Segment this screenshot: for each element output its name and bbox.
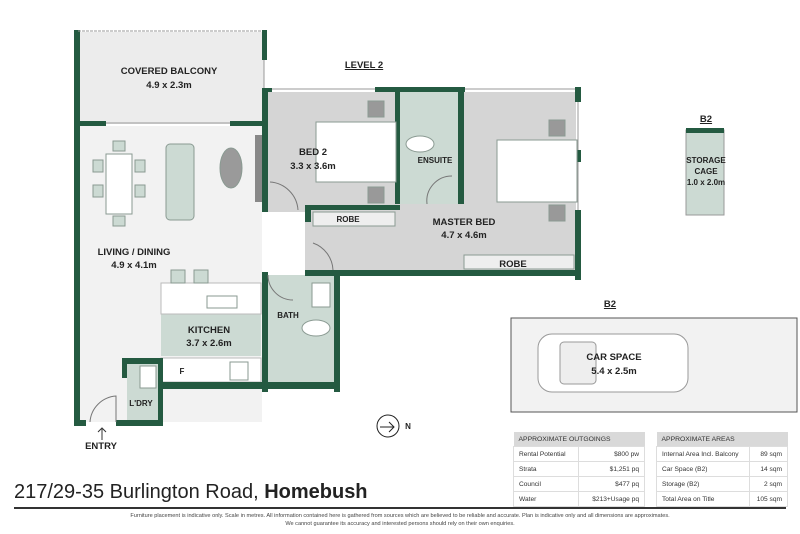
- entry-label: ENTRY: [85, 441, 117, 452]
- row-label: Strata: [512, 461, 580, 477]
- balcony-size: 4.9 x 2.3m: [146, 80, 192, 91]
- areas-header: APPROXIMATE AREAS: [656, 432, 788, 447]
- robe-label: ROBE: [499, 259, 527, 270]
- storage-level: B2: [699, 114, 713, 125]
- bed2-size: 3.3 x 3.6m: [290, 161, 336, 172]
- bath-label: BATH: [277, 311, 299, 320]
- doors: [89, 175, 453, 423]
- level-label: LEVEL 2: [344, 60, 384, 71]
- row-value: 2 sqm: [748, 476, 789, 492]
- row-label: Internal Area Incl. Balcony: [656, 446, 750, 462]
- laundry-label: L'DRY: [129, 399, 153, 408]
- balcony-floor: [78, 32, 264, 124]
- storage-wall: [686, 128, 724, 133]
- living-size: 4.9 x 4.1m: [111, 260, 157, 271]
- row-label: Car Space (B2): [656, 461, 750, 477]
- table-row: Storage (B2)2 sqm: [656, 476, 789, 492]
- kitchen-floor: [161, 314, 261, 356]
- disclaimer-line-1: Furniture placement is indicative only. …: [130, 513, 670, 519]
- car-level: B2: [603, 299, 617, 310]
- row-value: $213+Usage pq: [578, 491, 645, 507]
- bed2-label: BED 2: [299, 147, 327, 158]
- street-address: 217/29-35 Burlington Road,: [14, 481, 265, 503]
- storage-cage: [685, 129, 725, 216]
- car-label: CAR SPACE: [586, 352, 642, 363]
- row-value: 89 sqm: [748, 446, 789, 462]
- walls: [74, 30, 581, 426]
- car-size: 5.4 x 2.5m: [591, 366, 637, 377]
- living-label: LIVING / DINING: [97, 247, 171, 258]
- outgoings-table: APPROXIMATE OUTGOINGS Rental Potential$8…: [512, 432, 645, 507]
- master-label: MASTER BED: [432, 217, 496, 228]
- table-row: Council$477 pq: [512, 476, 645, 492]
- row-value: 105 sqm: [748, 491, 789, 507]
- north-label: N: [405, 422, 411, 431]
- table-row: Rental Potential$800 pw: [512, 446, 645, 462]
- row-label: Total Area on Title: [656, 491, 750, 507]
- kitchen-size: 3.7 x 2.6m: [186, 338, 232, 349]
- fridge-label: F: [179, 367, 185, 376]
- row-label: Storage (B2): [656, 476, 750, 492]
- row-label: Council: [512, 476, 580, 492]
- windows: [78, 30, 579, 210]
- suburb: Homebush: [264, 481, 368, 503]
- north-arrow-icon: [376, 414, 400, 438]
- row-label: Rental Potential: [512, 446, 580, 462]
- coffee-table: [219, 147, 243, 189]
- balcony-label: COVERED BALCONY: [120, 66, 218, 77]
- table-row: Strata$1,251 pq: [512, 461, 645, 477]
- sofa: [165, 143, 195, 221]
- robe-label: ROBE: [336, 215, 360, 224]
- disclaimer-line-2: We cannot guarantee its accuracy and int…: [285, 521, 515, 527]
- kitchen-label: KITCHEN: [187, 325, 231, 336]
- table-row: Water$213+Usage pq: [512, 491, 645, 507]
- table-row: Car Space (B2)14 sqm: [656, 461, 789, 477]
- areas-table: APPROXIMATE AREAS Internal Area Incl. Ba…: [656, 432, 789, 507]
- row-value: $1,251 pq: [578, 461, 645, 477]
- bed2-bed: [315, 121, 397, 183]
- entry-arrow-icon: [97, 427, 107, 440]
- row-value: $800 pw: [578, 446, 645, 462]
- storage-label-2: CAGE: [694, 167, 718, 176]
- row-value: $477 pq: [578, 476, 645, 492]
- property-address: 217/29-35 Burlington Road, Homebush: [14, 481, 368, 504]
- storage-label: STORAGE: [686, 156, 726, 165]
- master-size: 4.7 x 4.6m: [441, 230, 487, 241]
- outgoings-header: APPROXIMATE OUTGOINGS: [513, 432, 645, 447]
- car-icon: [537, 333, 689, 393]
- divider: [14, 507, 786, 509]
- row-value: 14 sqm: [748, 461, 789, 477]
- dining-table: [105, 153, 133, 215]
- master-bed: [496, 139, 578, 203]
- ensuite-label: ENSUITE: [417, 156, 453, 165]
- storage-size: 1.0 x 2.0m: [686, 178, 726, 187]
- furniture: [92, 100, 578, 389]
- row-label: Water: [512, 491, 580, 507]
